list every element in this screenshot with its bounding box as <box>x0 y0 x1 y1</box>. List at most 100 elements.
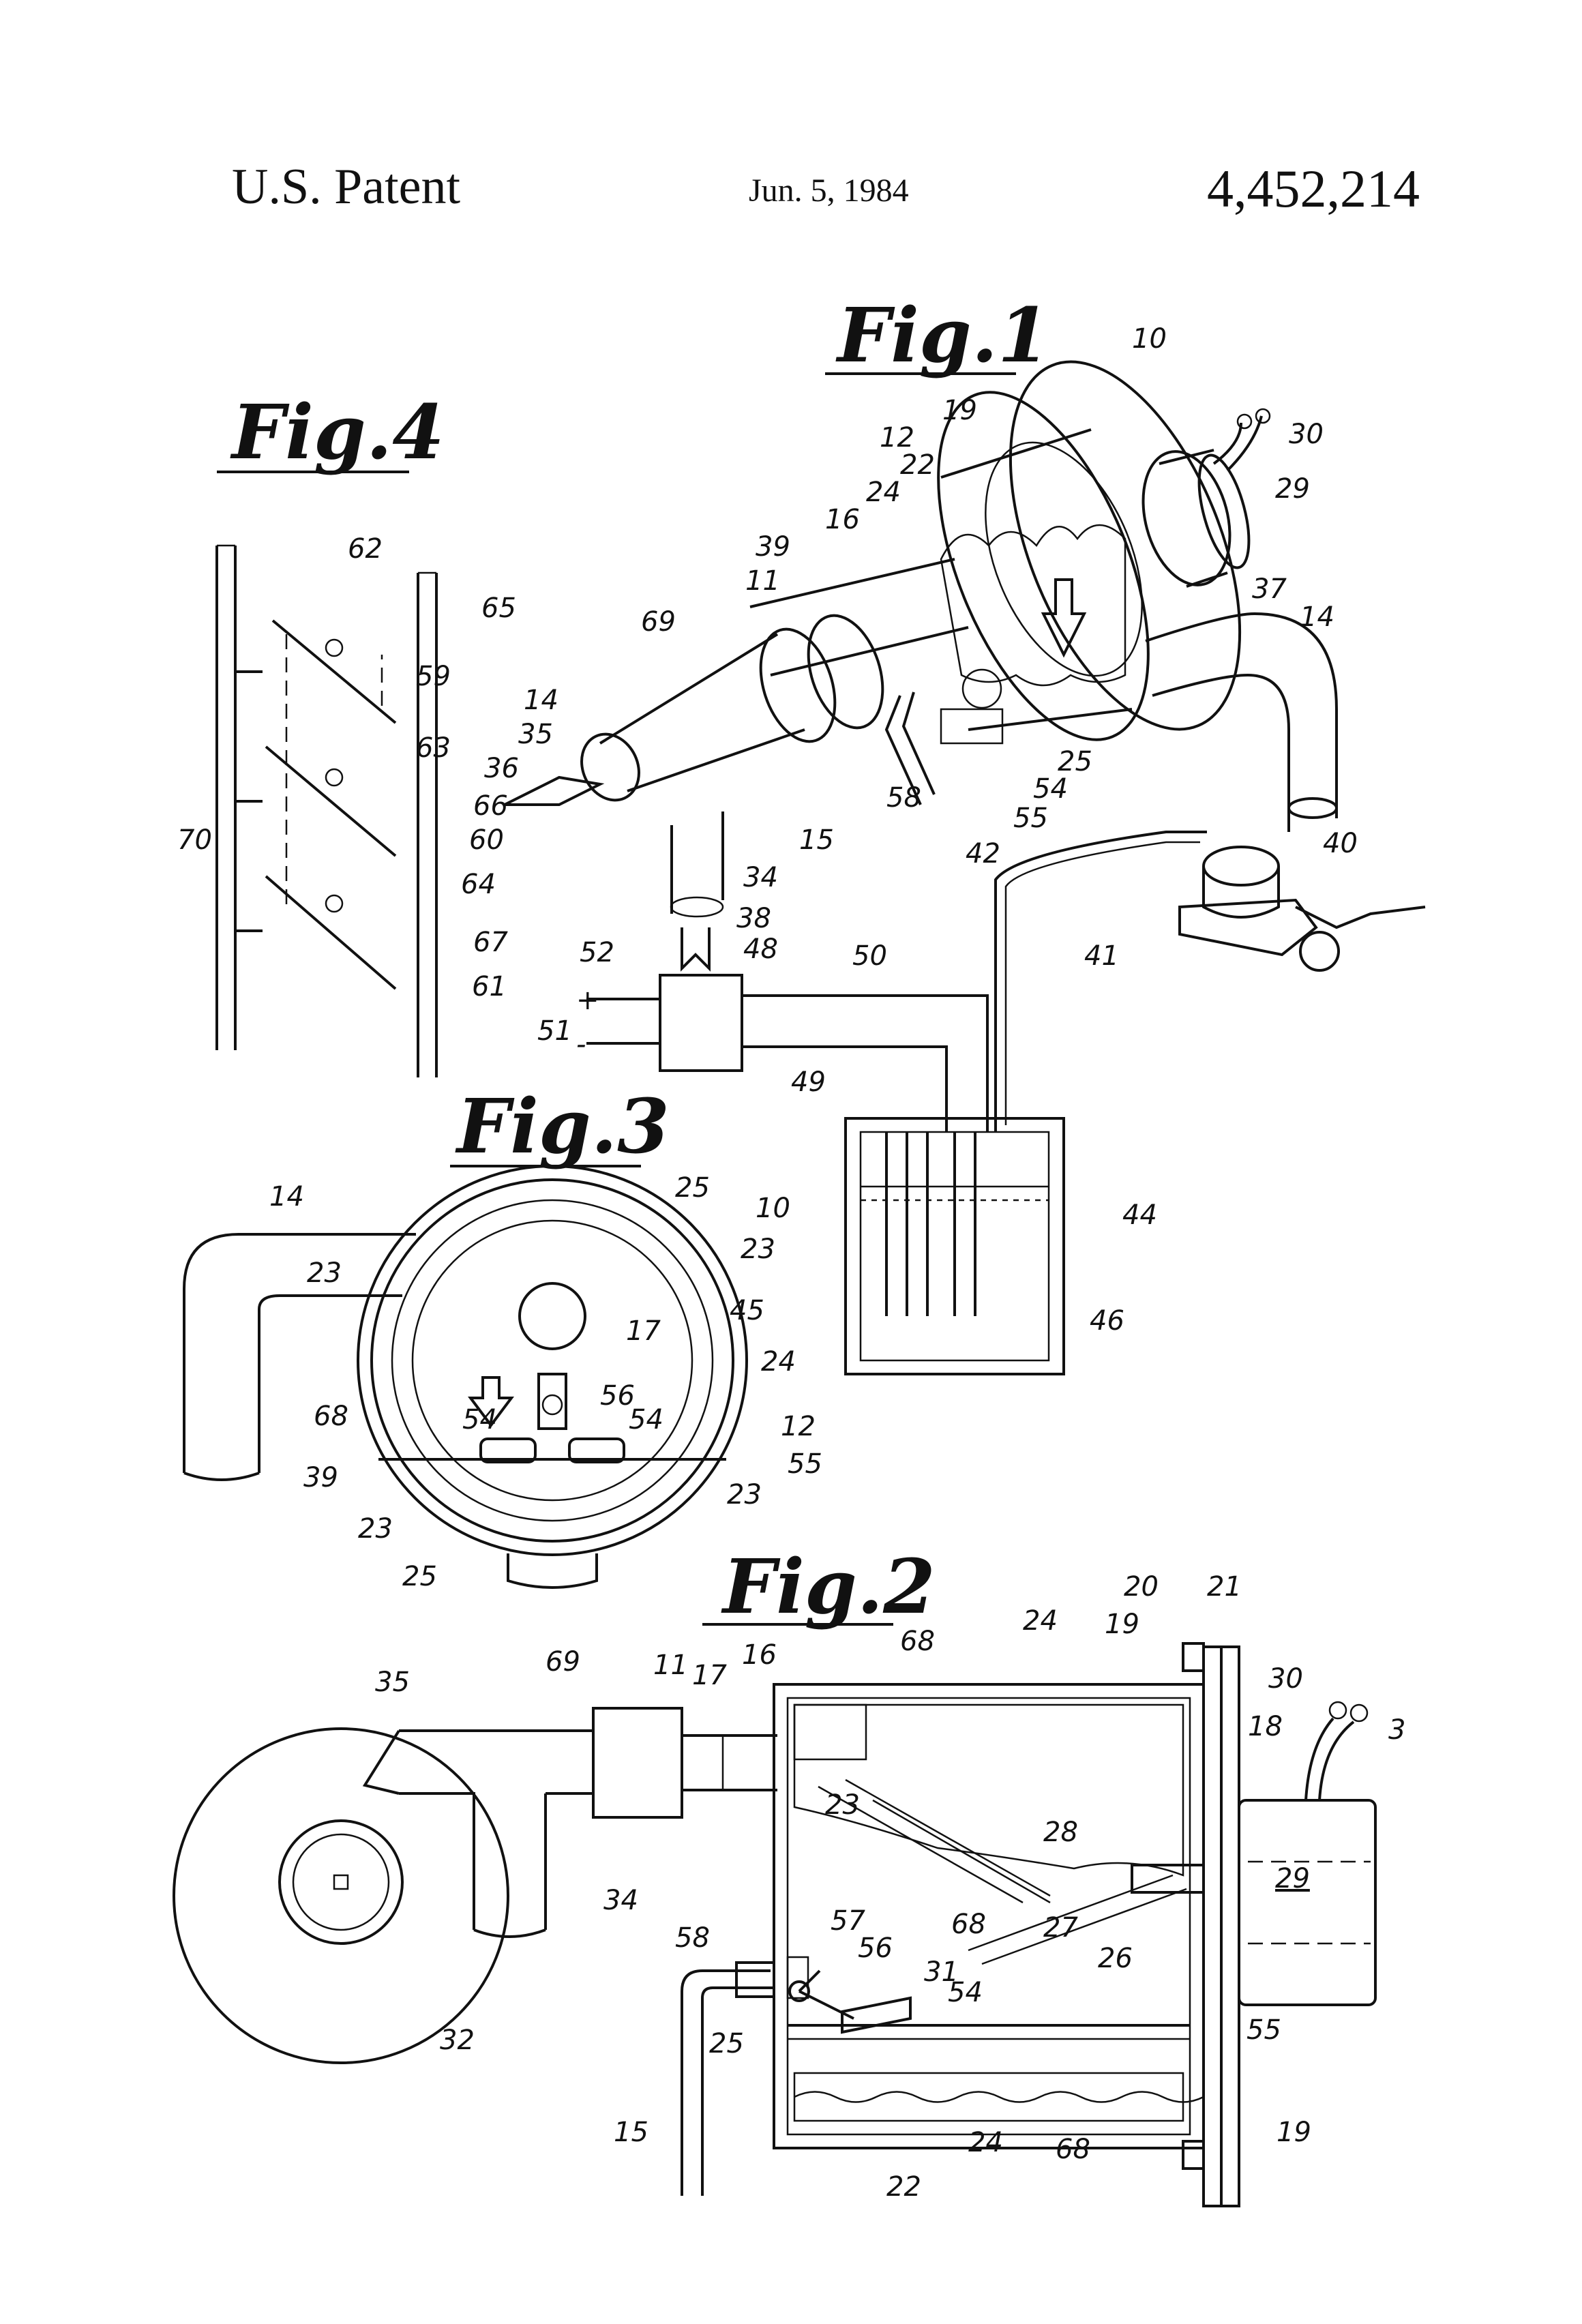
svg-text:39: 39 <box>756 531 790 563</box>
svg-text:40: 40 <box>1323 828 1358 859</box>
svg-text:34: 34 <box>743 862 778 893</box>
svg-text:25: 25 <box>402 1561 437 1592</box>
svg-text:16: 16 <box>825 504 860 535</box>
fig4-title: Fig.4 <box>230 388 445 476</box>
fig2-reference-labels: 20 21 24 19 68 16 69 11 17 35 30 18 3 23… <box>375 1571 1405 2203</box>
svg-text:19: 19 <box>942 395 977 426</box>
svg-text:55: 55 <box>1247 2014 1281 2046</box>
svg-text:25: 25 <box>1058 746 1092 777</box>
svg-text:14: 14 <box>1300 601 1334 633</box>
svg-text:70: 70 <box>177 824 212 856</box>
figure-3: Fig.3 14 25 10 23 23 17 24 68 <box>184 1082 822 1592</box>
svg-text:58: 58 <box>675 1922 710 1954</box>
fig1-reference-labels: 10 19 12 22 24 16 39 11 69 30 29 37 14 3… <box>484 323 1358 1337</box>
svg-text:14: 14 <box>269 1181 304 1212</box>
svg-text:54: 54 <box>1033 773 1068 805</box>
svg-text:29: 29 <box>1275 1863 1310 1894</box>
svg-text:30: 30 <box>1268 1663 1303 1695</box>
svg-text:29: 29 <box>1275 473 1310 505</box>
svg-text:10: 10 <box>1132 323 1167 355</box>
figure-2: Fig.2 <box>174 1543 1405 2206</box>
svg-text:50: 50 <box>852 940 887 972</box>
svg-text:12: 12 <box>781 1411 816 1442</box>
svg-text:44: 44 <box>1122 1200 1157 1231</box>
svg-text:27: 27 <box>1043 1912 1078 1943</box>
svg-text:36: 36 <box>484 753 519 784</box>
fig1-title: Fig.1 <box>835 291 1050 379</box>
svg-text:69: 69 <box>641 606 676 638</box>
svg-text:25: 25 <box>675 1172 710 1204</box>
svg-text:10: 10 <box>756 1193 790 1224</box>
svg-text:14: 14 <box>524 685 558 716</box>
svg-text:19: 19 <box>1277 2117 1311 2148</box>
svg-text:55: 55 <box>788 1448 822 1480</box>
svg-text:67: 67 <box>473 927 508 958</box>
svg-text:46: 46 <box>1090 1305 1124 1337</box>
svg-text:62: 62 <box>348 533 383 565</box>
svg-text:11: 11 <box>745 565 780 597</box>
svg-text:69: 69 <box>546 1646 580 1678</box>
svg-text:61: 61 <box>472 971 507 1002</box>
figure-4: Fig.4 62 65 59 14 63 66 70 60 64 67 61 <box>177 388 558 1077</box>
svg-text:63: 63 <box>416 732 451 764</box>
svg-text:15: 15 <box>614 2117 648 2148</box>
svg-text:32: 32 <box>440 2025 475 2056</box>
svg-text:18: 18 <box>1248 1711 1283 1742</box>
svg-text:23: 23 <box>307 1257 342 1289</box>
svg-text:65: 65 <box>481 593 516 624</box>
svg-text:68: 68 <box>1056 2134 1090 2165</box>
svg-text:41: 41 <box>1084 940 1119 972</box>
svg-text:3: 3 <box>1388 1714 1405 1746</box>
svg-text:26: 26 <box>1098 1943 1133 1974</box>
svg-text:37: 37 <box>1252 573 1287 605</box>
svg-text:48: 48 <box>743 934 778 965</box>
svg-text:68: 68 <box>900 1626 935 1657</box>
svg-text:68: 68 <box>951 1909 986 1940</box>
svg-text:51: 51 <box>537 1015 572 1047</box>
svg-text:34: 34 <box>603 1885 638 1916</box>
svg-text:54: 54 <box>629 1404 663 1435</box>
svg-text:24: 24 <box>968 2127 1003 2158</box>
svg-text:54: 54 <box>462 1404 497 1435</box>
svg-text:30: 30 <box>1289 419 1324 450</box>
svg-text:59: 59 <box>416 661 451 692</box>
figure-1: Fig.1 <box>484 291 1425 1374</box>
svg-text:-: - <box>576 1029 586 1060</box>
svg-text:66: 66 <box>473 790 508 822</box>
electrolysis-tank <box>846 1118 1064 1374</box>
svg-text:58: 58 <box>886 782 921 814</box>
svg-text:64: 64 <box>461 869 496 900</box>
svg-text:45: 45 <box>730 1295 764 1326</box>
svg-text:23: 23 <box>358 1513 393 1545</box>
fig3-title: Fig.3 <box>455 1082 670 1170</box>
svg-text:+: + <box>576 985 599 1016</box>
svg-text:49: 49 <box>791 1067 826 1098</box>
svg-text:25: 25 <box>709 2028 744 2059</box>
svg-text:60: 60 <box>469 824 504 856</box>
svg-text:11: 11 <box>653 1650 688 1681</box>
svg-text:42: 42 <box>966 838 1000 869</box>
svg-text:24: 24 <box>761 1346 796 1377</box>
svg-text:24: 24 <box>1023 1605 1058 1637</box>
svg-text:23: 23 <box>825 1789 860 1821</box>
svg-text:23: 23 <box>727 1479 762 1510</box>
svg-text:16: 16 <box>742 1639 777 1671</box>
svg-text:39: 39 <box>303 1462 338 1493</box>
svg-text:56: 56 <box>858 1933 893 1964</box>
svg-text:19: 19 <box>1105 1609 1139 1640</box>
svg-text:17: 17 <box>692 1660 727 1691</box>
svg-text:17: 17 <box>626 1315 661 1347</box>
svg-text:55: 55 <box>1013 803 1048 834</box>
svg-text:15: 15 <box>799 824 834 856</box>
svg-text:22: 22 <box>886 2171 921 2203</box>
svg-text:28: 28 <box>1043 1817 1078 1848</box>
svg-text:35: 35 <box>375 1667 410 1698</box>
svg-text:52: 52 <box>580 937 614 968</box>
svg-text:22: 22 <box>900 449 935 481</box>
svg-text:35: 35 <box>518 719 553 750</box>
svg-text:20: 20 <box>1124 1571 1159 1603</box>
svg-text:68: 68 <box>314 1401 348 1432</box>
svg-text:21: 21 <box>1207 1571 1242 1603</box>
svg-text:24: 24 <box>866 477 901 508</box>
